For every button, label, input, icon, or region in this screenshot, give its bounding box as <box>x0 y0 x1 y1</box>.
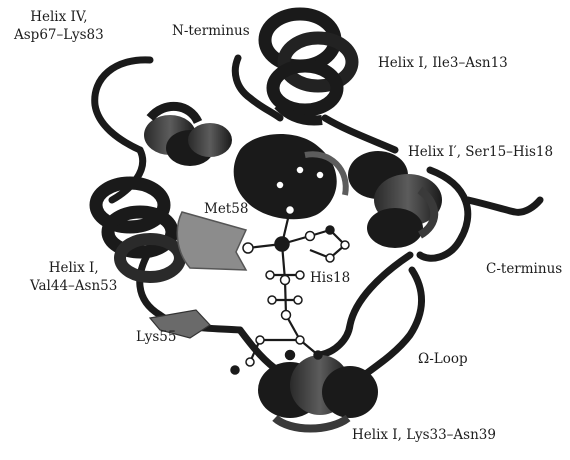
label-c-terminus: C-terminus <box>486 260 562 278</box>
label-his18: His18 <box>310 269 350 287</box>
label-helix-i-top: Helix I, Ile3–Asn13 <box>378 54 508 72</box>
label-met58: Met58 <box>204 200 248 218</box>
label-helix-i-left-range: Val44–Asn53 <box>30 277 117 295</box>
label-helix-iv: Helix IV, Asp67–Lys83 <box>14 8 104 44</box>
helix-iv-coil <box>144 106 232 166</box>
label-helix-i-prime: Helix I′, Ser15–His18 <box>408 143 553 161</box>
helix-i-top-coil <box>265 14 352 120</box>
c-terminus-tail <box>468 200 540 212</box>
loop-bottom-right <box>355 270 422 382</box>
label-n-terminus: N-terminus <box>172 22 250 40</box>
loop-top-left <box>95 60 150 150</box>
helix-i-prime-coil <box>348 151 442 248</box>
loop-left-to-helix <box>112 150 143 200</box>
label-helix-i-left-name: Helix I, <box>30 259 117 277</box>
label-helix-i-left: Helix I, Val44–Asn53 <box>30 259 117 295</box>
helix-i-bottom-coil <box>258 355 378 429</box>
label-helix-i-bottom: Helix I, Lys33–Asn39 <box>352 426 496 444</box>
met58-strand <box>177 212 246 270</box>
label-helix-iv-name: Helix IV, <box>14 8 104 26</box>
label-omega-loop: Ω-Loop <box>418 350 468 368</box>
loop-top-right <box>325 118 395 150</box>
label-helix-iv-range: Asp67–Lys83 <box>14 26 104 44</box>
label-lys55: Lys55 <box>136 328 176 346</box>
